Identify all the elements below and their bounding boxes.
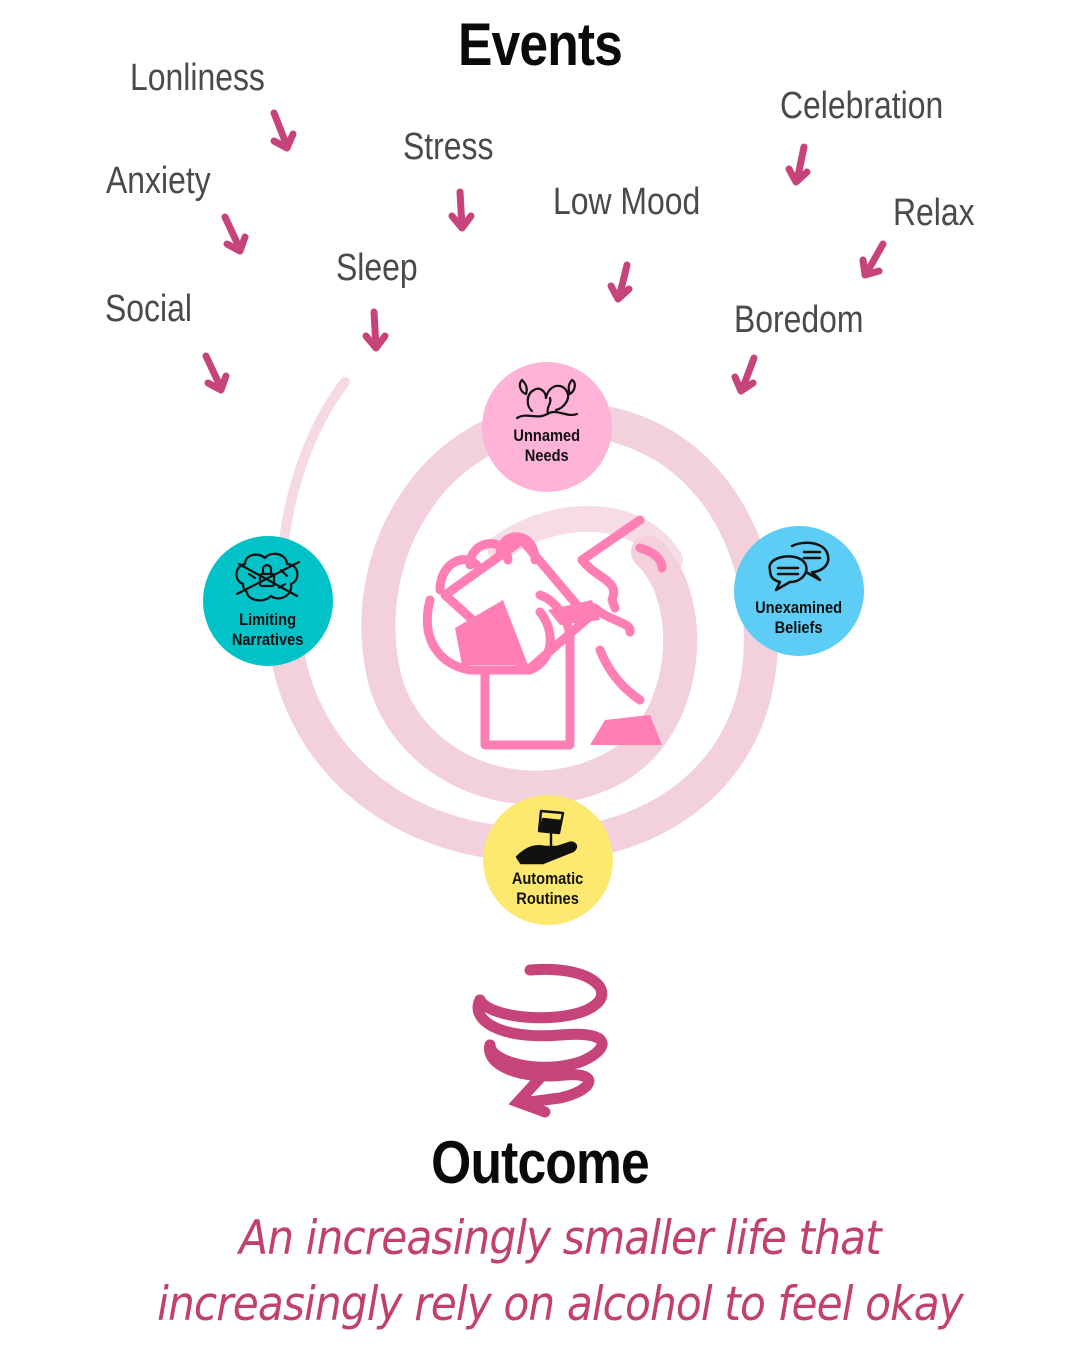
chat-bubbles-icon (768, 541, 830, 592)
node-label-line: Narratives (232, 630, 304, 649)
node-label-line: Limiting (239, 610, 297, 629)
node-unnamed-needs: Unnamed Needs (482, 362, 612, 492)
node-label-limiting-narratives: Limiting Narratives (232, 610, 304, 650)
arrow-social-icon (202, 352, 230, 394)
plant-sprout-icon (515, 378, 579, 420)
chained-brain-lock-icon (235, 552, 301, 602)
outcome-description: An increasingly smaller life that increa… (157, 1211, 964, 1332)
node-label-line: Automatic (512, 869, 584, 888)
node-label-line: Unexamined (755, 598, 843, 617)
node-label-line: Needs (525, 446, 569, 465)
outcome-title: Outcome (431, 1129, 649, 1196)
node-label-unexamined-beliefs: Unexamined Beliefs (756, 598, 843, 638)
arrow-relax-icon (859, 240, 887, 279)
node-label-unnamed-needs: Unnamed Needs (514, 426, 581, 466)
node-limiting-narratives: Limiting Narratives (203, 536, 333, 666)
arrow-boredom-icon (731, 354, 758, 395)
arrow-celebration-icon (785, 143, 811, 186)
hand-holding-drink-icon (515, 809, 578, 865)
event-sleep: Sleep (336, 247, 418, 289)
event-stress: Stress (403, 126, 494, 168)
node-label-line: Unnamed (513, 426, 581, 445)
hand-drinking-glass-icon (422, 515, 667, 750)
event-low-mood: Low Mood (553, 181, 701, 223)
event-lonliness: Lonliness (130, 57, 265, 99)
events-title: Events (457, 11, 623, 78)
event-relax: Relax (893, 192, 975, 234)
arrow-lonliness-icon (270, 109, 297, 152)
event-anxiety: Anxiety (106, 160, 211, 202)
arrow-stress-icon (448, 188, 475, 232)
arrow-low-mood-icon (607, 261, 633, 303)
event-boredom: Boredom (734, 299, 864, 341)
downward-spiral-arrow-icon (472, 963, 608, 1118)
node-automatic-routines: Automatic Routines (483, 795, 613, 925)
event-celebration: Celebration (780, 85, 944, 127)
node-label-line: Beliefs (775, 618, 823, 637)
node-unexamined-beliefs: Unexamined Beliefs (734, 526, 864, 656)
event-arrows (202, 109, 887, 395)
arrow-anxiety-icon (221, 213, 249, 255)
node-label-line: Routines (516, 889, 580, 908)
arrow-sleep-icon (362, 308, 389, 352)
event-social: Social (105, 288, 192, 330)
node-label-automatic-routines: Automatic Routines (512, 869, 583, 909)
